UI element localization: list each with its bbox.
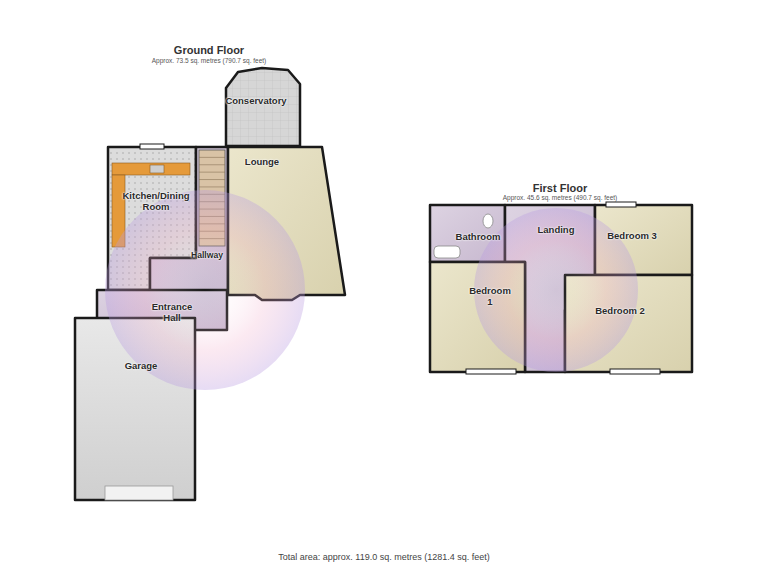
room-name: Entrance Hall <box>149 302 195 324</box>
room: Bedroom 1 <box>430 262 525 372</box>
garage-door-panel <box>105 486 173 500</box>
floor-heading: Ground Floor <box>174 44 244 56</box>
room: Bathroom <box>430 205 505 262</box>
stair-step <box>199 179 225 180</box>
room-name: Landing <box>538 225 575 236</box>
floor-area-note: Approx. 45.6 sq. metres (490.7 sq. feet) <box>503 194 618 201</box>
kitchen-sink <box>150 165 164 173</box>
room-name: Lounge <box>245 157 279 168</box>
room-name: Bathroom <box>456 232 501 243</box>
bath <box>434 246 460 258</box>
room: Bedroom 2 <box>565 275 692 372</box>
room: Landing <box>505 205 595 245</box>
window <box>140 144 164 149</box>
total-area-caption: Total area: approx. 119.0 sq. metres (12… <box>278 552 489 562</box>
room: Garage <box>75 318 195 500</box>
window <box>606 202 636 207</box>
wc <box>483 214 493 228</box>
floor-area-note: Approx. 73.5 sq. metres (790.7 sq. feet) <box>152 57 267 64</box>
room-name: Garage <box>125 361 158 372</box>
room: Kitchen/Dining Room <box>108 147 196 290</box>
room-name: Kitchen/Dining Room <box>122 191 189 213</box>
stair-step <box>199 157 225 158</box>
room: Hallway <box>196 248 228 292</box>
room: Bedroom 3 <box>595 205 692 275</box>
room-name: Bedroom 1 <box>469 286 511 308</box>
garage-door <box>105 486 173 500</box>
floor-heading: First Floor <box>533 182 587 194</box>
kitchen-worktop <box>112 163 190 175</box>
room-name: Conservatory <box>225 96 286 107</box>
stair-step <box>199 164 225 165</box>
room-name: Bedroom 2 <box>595 306 645 317</box>
room-name: Hallway <box>191 251 223 261</box>
window <box>466 369 516 374</box>
window <box>610 369 660 374</box>
room: Lounge <box>228 147 345 295</box>
room: Conservatory <box>226 68 300 146</box>
conservatory-floor <box>226 68 300 146</box>
room: Entrance Hall <box>97 290 227 330</box>
first-floor <box>430 205 692 372</box>
room-name: Bedroom 3 <box>607 231 657 242</box>
stair-step <box>199 172 225 173</box>
watermark <box>105 190 638 390</box>
watermark-logo <box>105 190 305 390</box>
ground-floor <box>75 68 345 500</box>
stair-step <box>199 186 225 187</box>
